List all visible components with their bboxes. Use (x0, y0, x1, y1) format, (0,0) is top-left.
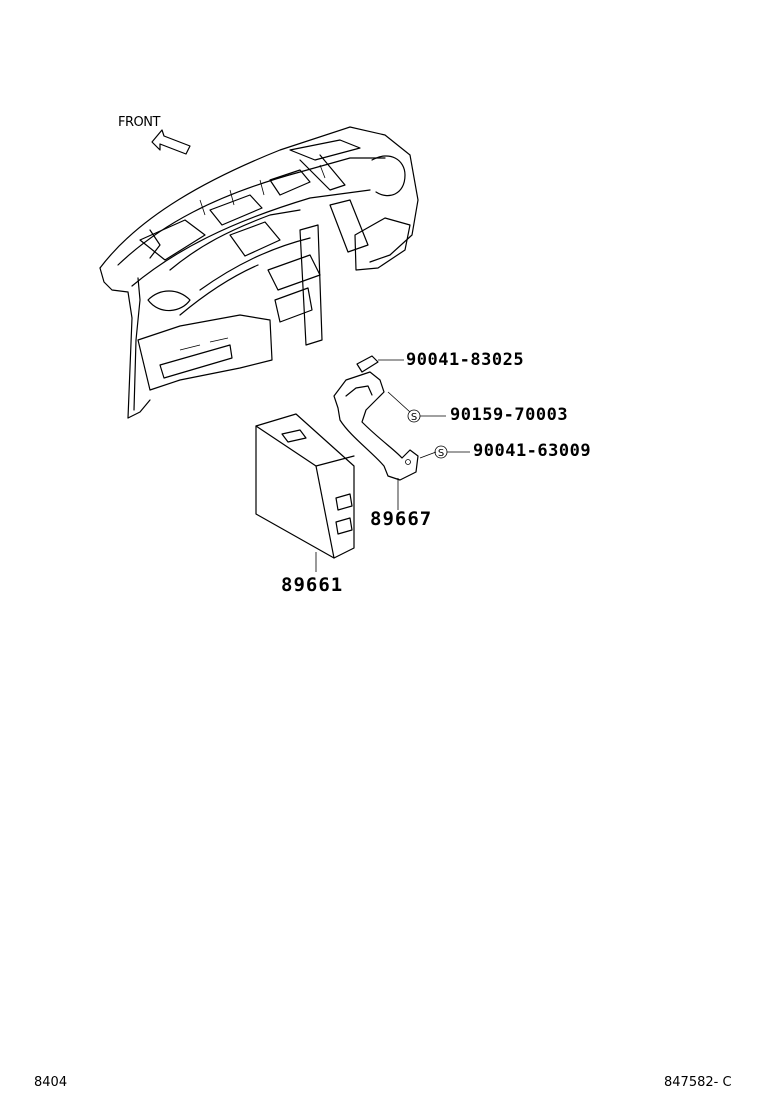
footer-left-code: 8404 (34, 1075, 68, 1090)
part-label-module: 89661 (281, 574, 344, 596)
instrument-panel-drawing (99, 126, 419, 419)
front-label: FRONT (118, 115, 160, 130)
fastener-s-mark: S (411, 412, 417, 423)
footer-right-code: 847582- C (664, 1075, 732, 1090)
nut-part-drawing (356, 355, 404, 373)
fastener-s-icon: S (407, 409, 421, 423)
fastener-s-mark: S (438, 448, 444, 459)
module-part-drawing (255, 413, 355, 572)
part-label-bracket: 89667 (370, 508, 433, 530)
front-arrow-icon (151, 129, 191, 155)
bracket-part-drawing (333, 371, 437, 510)
part-label-screw-mid: 90159-70003 (450, 405, 569, 425)
leader-lines (420, 415, 470, 453)
part-label-screw-low: 90041-63009 (473, 441, 592, 461)
fastener-s-icon: S (434, 445, 448, 459)
part-label-nut-top: 90041-83025 (406, 350, 525, 370)
